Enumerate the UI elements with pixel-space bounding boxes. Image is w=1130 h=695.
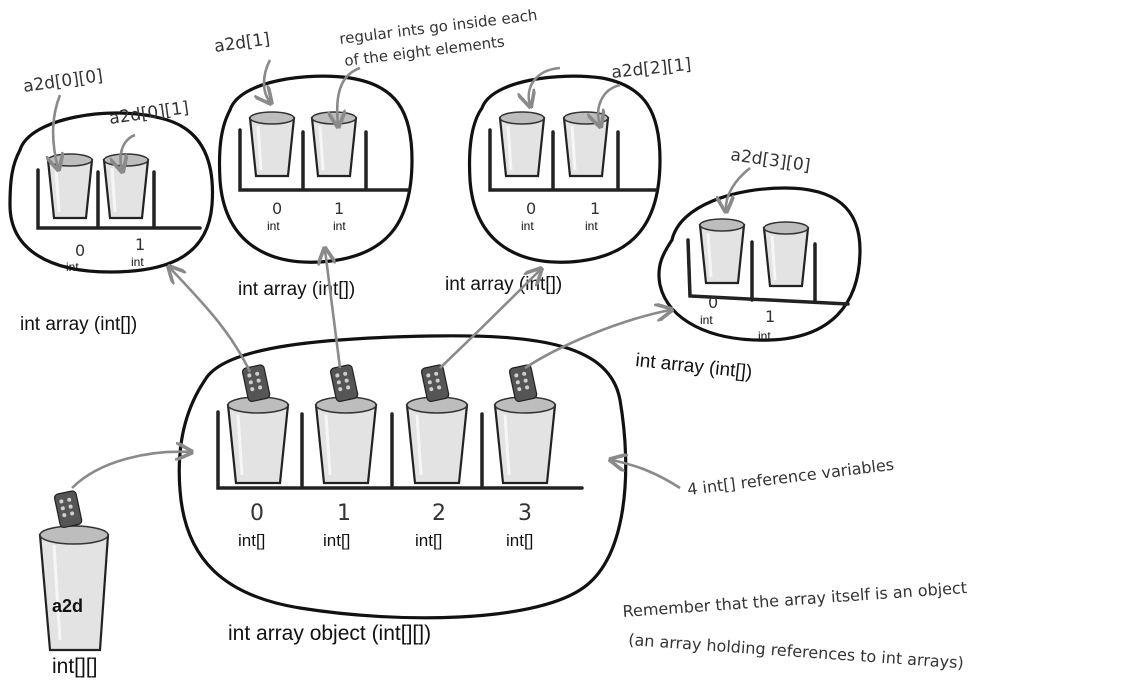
outer-index-3: 3 [518, 501, 532, 526]
inner3-index-0: 0 [708, 293, 718, 312]
inner-array-0: 0 int 1 int [8, 111, 215, 274]
a2d-type: int[][] [52, 655, 98, 678]
inner2-type-1: int [585, 219, 598, 233]
outer-type-3: int[] [506, 531, 533, 550]
annot-a2d-1: a2d[1] [213, 29, 271, 57]
inner-array-1: 0 int 1 int [217, 74, 414, 264]
inner0-type-1: int [131, 255, 144, 269]
inner1-index-1: 1 [334, 199, 344, 218]
outer-array: 0 int[] 1 int[] 2 int[] 3 int[] [177, 334, 628, 620]
inner1-index-0: 0 [272, 199, 282, 218]
inner0-index-0: 0 [75, 241, 85, 260]
a2d-variable-cup: a2d [38, 489, 110, 652]
inner3-index-1: 1 [765, 307, 775, 326]
inner0-type-0: int [66, 260, 79, 274]
inner0-label: int array (int[]) [20, 314, 137, 335]
inner0-index-1: 1 [135, 235, 145, 254]
reference-arrows [53, 59, 751, 490]
outer-type-2: int[] [415, 531, 442, 550]
outer-array-label: int array object (int[][]) [228, 622, 431, 645]
outer-index-1: 1 [337, 501, 351, 526]
annot-a2d-2-1: a2d[2][1] [610, 55, 692, 83]
annot-ref-vars: 4 int[] reference variables [686, 455, 895, 499]
inner2-label: int array (int[]) [445, 274, 562, 295]
inner-array-2: 0 int 1 int [467, 74, 662, 264]
inner3-type-1: int [758, 329, 771, 343]
inner3-type-0: int [700, 313, 713, 327]
outer-index-2: 2 [432, 501, 446, 526]
annot-remember-1: Remember that the array itself is an obj… [622, 578, 968, 621]
annot-a2d-0-0: a2d[0][0] [22, 66, 104, 97]
a2d-name: a2d [52, 596, 83, 616]
annot-remember-2: (an array holding references to int arra… [628, 630, 965, 672]
inner2-type-0: int [521, 219, 534, 233]
inner2-index-1: 1 [590, 199, 600, 218]
outer-index-0: 0 [250, 501, 264, 526]
inner1-type-0: int [267, 219, 280, 233]
inner2-index-0: 0 [526, 199, 536, 218]
inner1-label: int array (int[]) [238, 279, 355, 300]
annot-a2d-3-0: a2d[3][0] [729, 145, 811, 176]
outer-type-1: int[] [323, 531, 350, 550]
inner-array-3: 0 int 1 int [657, 186, 862, 343]
inner1-type-1: int [333, 219, 346, 233]
inner3-label: int array (int[]) [634, 350, 753, 383]
outer-type-0: int[] [238, 531, 265, 550]
